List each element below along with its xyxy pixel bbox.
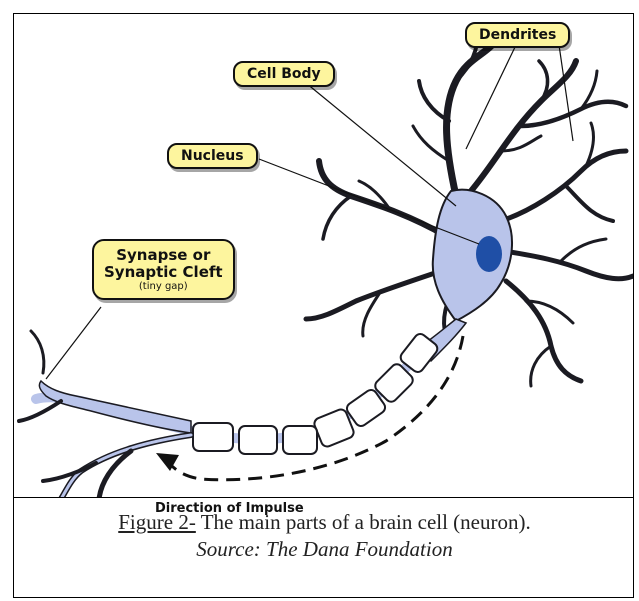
caption-source: Source: The Dana Foundation [14, 537, 634, 562]
nucleus-label: Nucleus [167, 143, 258, 169]
dendrites-label: Dendrites [465, 22, 570, 48]
synapse-subtext: (tiny gap) [104, 281, 223, 293]
synapse-line1: Synapse or [104, 247, 223, 264]
figure-caption: Figure 2- The main parts of a brain cell… [14, 497, 634, 598]
figure-frame: Dendrites Cell Body Nucleus Synapse or S… [13, 13, 634, 598]
synapse-line2: Synaptic Cleft [104, 264, 223, 281]
cell-body-label: Cell Body [233, 61, 335, 87]
axon-terminal [39, 381, 191, 433]
neuron-diagram: Dendrites Cell Body Nucleus Synapse or S… [14, 14, 634, 497]
nucleus-shape [476, 236, 502, 272]
caption-text: The main parts of a brain cell (neuron). [196, 510, 531, 534]
caption-figure-number: Figure 2- [118, 510, 196, 534]
synapse-label: Synapse or Synaptic Cleft (tiny gap) [92, 239, 235, 300]
myelin-sheath [193, 332, 440, 454]
